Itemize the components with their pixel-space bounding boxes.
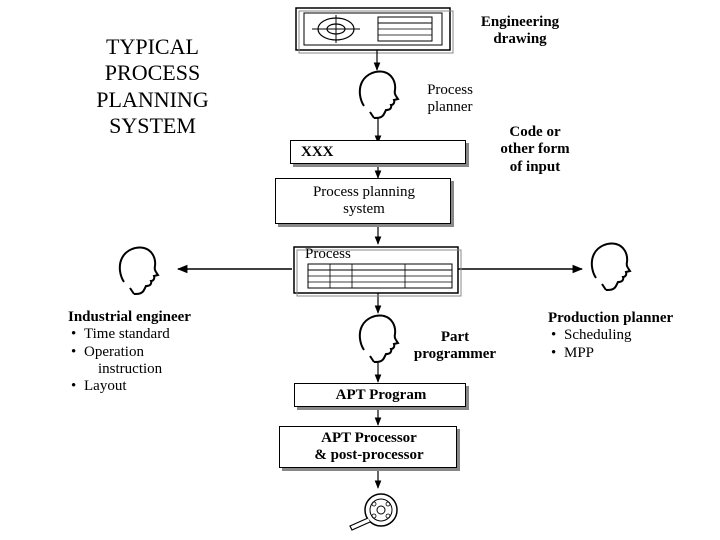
process-planner-line-1: Process [427, 82, 473, 98]
apt-processor-line-2: & post-processor [314, 447, 424, 464]
apt-program-box: APT Program [294, 383, 466, 407]
process-label: Process [305, 246, 351, 262]
apt-processor-label: APT Processor & post-processor [280, 430, 458, 465]
code-input-label: Code or other form of input [480, 124, 590, 176]
code-box: XXX [290, 140, 466, 164]
part-programmer-line-2: programmer [413, 346, 497, 363]
code-box-text: XXX [301, 144, 334, 160]
process-planning-system-label: Process planning system [276, 184, 452, 219]
diagram-title: TYPICAL PROCESS PLANNING SYSTEM [96, 34, 209, 139]
production-planner-item: Scheduling [548, 327, 713, 345]
apt-processor-box: APT Processor & post-processor [279, 426, 457, 468]
industrial-engineer-heading: Industrial engineer [68, 309, 191, 325]
part-programmer-line-1: Part [440, 329, 470, 345]
industrial-engineer-item: Time standard [68, 326, 268, 344]
engineering-drawing-line-1: Engineering [480, 14, 560, 30]
production-planner-head-icon [590, 242, 631, 291]
code-input-line-1: Code or [509, 124, 561, 140]
industrial-engineer-item: Operation [68, 344, 268, 362]
industrial-engineer-item-continuation: instruction [98, 360, 163, 377]
process-planner-head-icon [358, 70, 399, 119]
engineering-drawing-line-2: drawing [493, 31, 547, 48]
production-planner-panel: Production planner Scheduling MPP [548, 310, 713, 362]
production-planner-heading: Production planner [548, 310, 674, 326]
industrial-engineer-head-icon [118, 246, 159, 295]
part-programmer-label: Part programmer [400, 329, 510, 364]
industrial-engineer-item: Layout [68, 378, 268, 396]
engineering-drawing-icon [295, 7, 454, 54]
code-input-line-3: of input [509, 158, 561, 175]
process-planning-system-line-1: Process planning [312, 184, 416, 200]
part-programmer-head-icon [358, 314, 399, 363]
process-sheet-icon [293, 246, 462, 297]
process-planner-line-2: planner [427, 99, 473, 116]
apt-program-label: APT Program [335, 387, 427, 403]
process-planner-label: Process planner [410, 82, 490, 117]
process-planning-system-line-2: system [343, 201, 385, 218]
production-planner-item: MPP [548, 345, 713, 363]
process-planning-system-box: Process planning system [275, 178, 451, 224]
industrial-engineer-panel: Industrial engineer Time standard Operat… [68, 309, 268, 396]
code-input-line-2: other form [500, 141, 570, 158]
engineering-drawing-label: Engineering drawing [460, 14, 580, 49]
apt-processor-line-1: APT Processor [321, 430, 417, 446]
tape-reel-icon [349, 493, 398, 531]
